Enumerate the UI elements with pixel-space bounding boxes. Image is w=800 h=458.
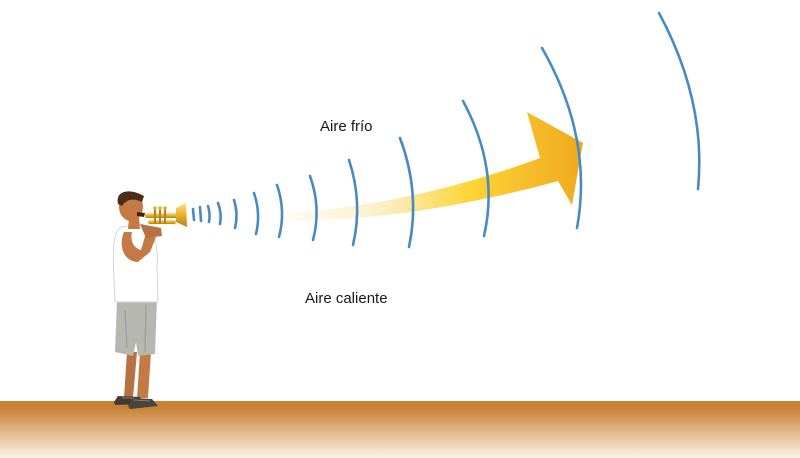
sound-wave-icon [461, 99, 490, 238]
sound-wave-icon [191, 207, 196, 222]
sound-wave-icon [540, 46, 583, 230]
sound-wave-icon [232, 198, 238, 230]
sound-wave-icon [398, 136, 415, 249]
sound-wave-icon [198, 205, 203, 223]
trumpet-icon [145, 203, 187, 227]
ground-icon [0, 401, 800, 458]
sound-wave-icon [347, 158, 359, 247]
warm-air-label: Aire caliente [305, 290, 388, 307]
sound-wave-icon [252, 191, 260, 236]
refraction-arrow-icon [282, 112, 583, 221]
sound-wave-icon [275, 183, 284, 239]
cold-air-label: Aire frío [320, 118, 373, 135]
trumpet-player-icon [112, 191, 187, 409]
sound-wave-icon [206, 204, 211, 224]
sound-wave-icon [216, 201, 222, 226]
sound-wave-icon [657, 11, 701, 191]
sound-wave-icon [308, 174, 318, 242]
sound-waves [191, 11, 701, 249]
